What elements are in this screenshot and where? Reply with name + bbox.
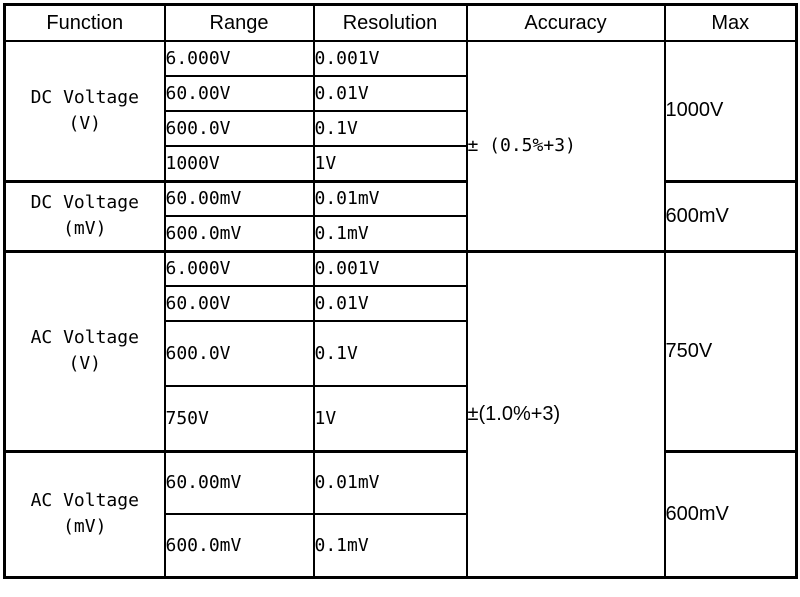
function-unit: (mV) bbox=[63, 516, 107, 537]
header-resolution: Resolution bbox=[312, 3, 468, 42]
table-row: AC Voltage (mV) 60.00mV 0.01mV 600mV bbox=[3, 449, 798, 578]
range-cell: 1000V bbox=[163, 145, 315, 182]
table-row: 60.00V 0.01V bbox=[5, 285, 797, 322]
range-cell: 60.00mV bbox=[163, 449, 315, 515]
range-cell: 60.00V bbox=[163, 285, 315, 322]
resolution-cell: 0.001V bbox=[312, 249, 468, 287]
table-row: AC Voltage (V) 6.000V 0.001V ±(1.0%+3) 7… bbox=[3, 249, 798, 578]
table-row: 600.0V 0.1V bbox=[5, 110, 797, 147]
resolution-cell: 0.1mV bbox=[312, 215, 468, 252]
function-label: DC Voltage bbox=[30, 86, 139, 108]
function-cell-dc-v: DC Voltage (V) bbox=[3, 40, 166, 182]
max-cell-ac-mv: 600mV bbox=[663, 449, 798, 578]
table-row: DC Voltage (V) 6.000V 0.001V ± (0.5%+3) … bbox=[3, 40, 798, 252]
resolution-cell: 0.01V bbox=[312, 75, 468, 112]
range-cell: 60.00mV bbox=[163, 179, 315, 217]
accuracy-cell-ac: ±(1.0%+3) bbox=[465, 249, 666, 578]
resolution-cell: 0.01mV bbox=[312, 179, 468, 217]
max-cell-ac-v: 750V bbox=[663, 249, 798, 452]
max-cell-dc-mv: 600mV bbox=[663, 179, 798, 252]
table-row: 600.0V 0.1V bbox=[5, 320, 797, 387]
range-cell: 6.000V bbox=[163, 249, 315, 287]
resolution-cell: 0.001V bbox=[312, 40, 468, 77]
header-row: Function Range Resolution Accuracy Max bbox=[3, 3, 798, 42]
accuracy-cell-dc: ± (0.5%+3) bbox=[465, 40, 666, 252]
table-row: 600.0mV 0.1mV bbox=[5, 215, 797, 252]
header-range: Range bbox=[163, 3, 315, 42]
range-cell: 750V bbox=[163, 385, 315, 452]
table-row: DC Voltage (mV) 60.00mV 0.01mV 600mV bbox=[3, 179, 798, 252]
function-cell-ac-v: AC Voltage (V) bbox=[3, 249, 166, 452]
function-cell-dc-mv: DC Voltage (mV) bbox=[3, 179, 166, 252]
resolution-cell: 1V bbox=[312, 145, 468, 182]
function-unit: (mV) bbox=[63, 218, 107, 239]
resolution-cell: 0.01mV bbox=[312, 449, 468, 515]
header-function: Function bbox=[3, 3, 166, 42]
function-label: DC Voltage bbox=[30, 191, 139, 213]
resolution-cell: 1V bbox=[312, 385, 468, 452]
resolution-cell: 0.1V bbox=[312, 110, 468, 147]
header-max: Max bbox=[663, 3, 798, 42]
function-cell-ac-mv: AC Voltage (mV) bbox=[3, 449, 166, 578]
table-row: 600.0mV 0.1mV bbox=[5, 513, 797, 578]
function-label: AC Voltage bbox=[30, 489, 139, 511]
function-unit: (V) bbox=[68, 353, 101, 374]
multimeter-spec-table: Function Range Resolution Accuracy Max D… bbox=[3, 3, 798, 579]
header-accuracy: Accuracy bbox=[465, 3, 666, 42]
resolution-cell: 0.1V bbox=[312, 320, 468, 387]
table-row: 1000V 1V bbox=[5, 145, 797, 182]
table-row: 750V 1V bbox=[5, 385, 797, 452]
resolution-cell: 0.1mV bbox=[312, 513, 468, 578]
max-cell-dc-v: 1000V bbox=[663, 40, 798, 182]
function-label: AC Voltage bbox=[30, 326, 139, 348]
table-row: 60.00V 0.01V bbox=[5, 75, 797, 112]
range-cell: 6.000V bbox=[163, 40, 315, 77]
resolution-cell: 0.01V bbox=[312, 285, 468, 322]
range-cell: 600.0V bbox=[163, 320, 315, 387]
range-cell: 60.00V bbox=[163, 75, 315, 112]
range-cell: 600.0mV bbox=[163, 215, 315, 252]
range-cell: 600.0mV bbox=[163, 513, 315, 578]
range-cell: 600.0V bbox=[163, 110, 315, 147]
function-unit: (V) bbox=[68, 112, 101, 134]
